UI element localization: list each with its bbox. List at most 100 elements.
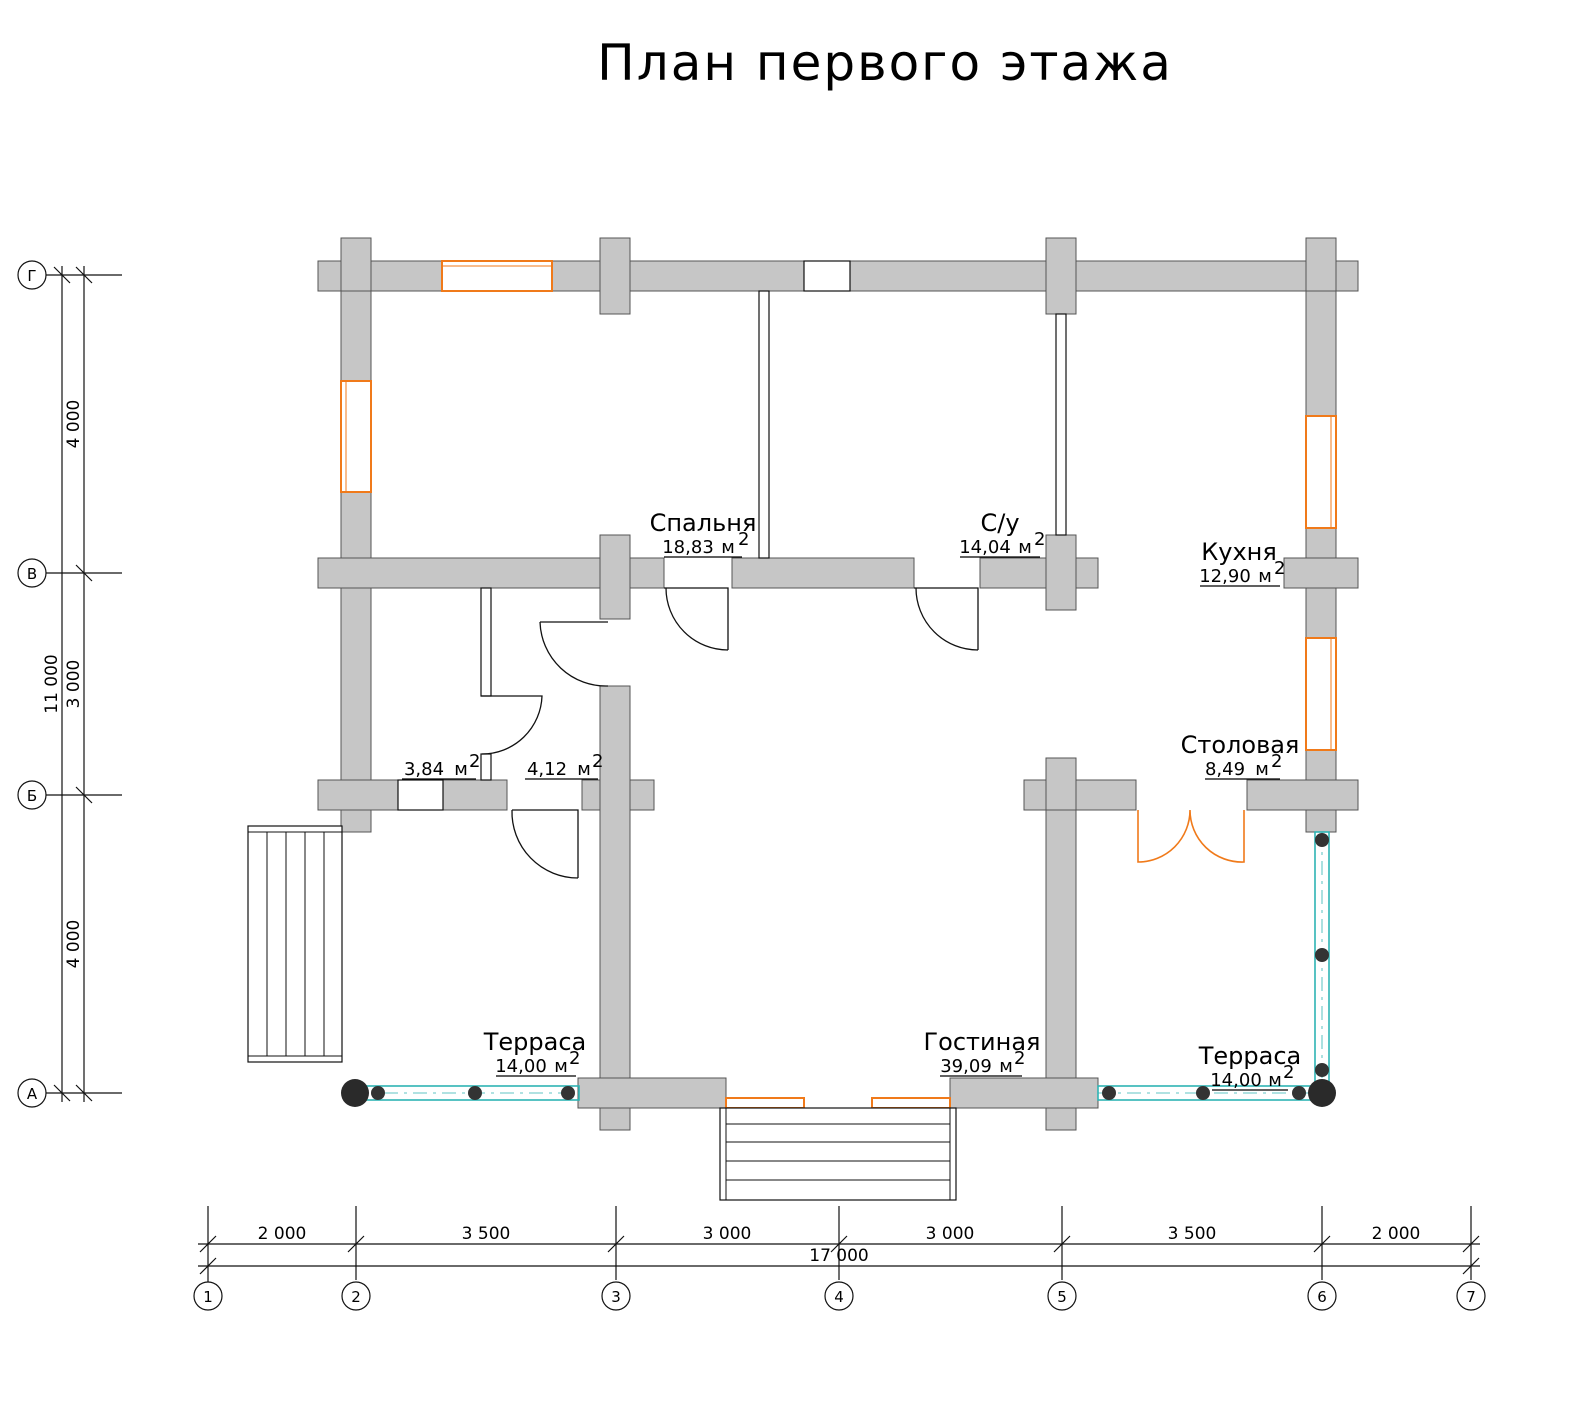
dim-ticks bbox=[199, 1235, 1480, 1253]
post bbox=[1292, 1086, 1306, 1100]
area-unit: м bbox=[554, 1056, 568, 1077]
area-unit-sup: 2 bbox=[1014, 1048, 1025, 1069]
window bbox=[871, 1097, 951, 1109]
room-area-bath: 14,04 bbox=[959, 537, 1011, 558]
room-area-bedroom: 18,83 bbox=[662, 537, 714, 558]
partition bbox=[480, 753, 492, 781]
partition bbox=[480, 587, 492, 697]
area-unit: м bbox=[577, 759, 591, 780]
room-area-terrace-left: 14,00 bbox=[495, 1056, 547, 1077]
post bbox=[561, 1086, 575, 1100]
post bbox=[1315, 833, 1329, 847]
wall-corner bbox=[1045, 237, 1077, 315]
post bbox=[1102, 1086, 1116, 1100]
axis-bubble bbox=[1456, 1281, 1486, 1311]
door-hall bbox=[539, 621, 609, 687]
window bbox=[397, 779, 444, 811]
wall-segment bbox=[1246, 779, 1359, 811]
room-name-kitchen: Кухня bbox=[1201, 538, 1277, 566]
room-name-terrace-left: Терраса bbox=[483, 1028, 587, 1056]
axis-bubble bbox=[1047, 1281, 1077, 1311]
axis-bubble bbox=[17, 558, 47, 588]
door-bath bbox=[914, 587, 979, 651]
wall-corner bbox=[599, 237, 631, 315]
axis-bubble bbox=[17, 780, 47, 810]
wall-segment bbox=[1305, 290, 1337, 417]
room-area-small-2: 4,12 bbox=[527, 759, 567, 780]
wall-segment bbox=[317, 260, 443, 292]
corner-post bbox=[1308, 1079, 1336, 1107]
post bbox=[1196, 1086, 1210, 1100]
area-unit-sup: 2 bbox=[1283, 1062, 1294, 1083]
wall-segment bbox=[340, 290, 372, 382]
wall-segment bbox=[949, 1077, 1099, 1109]
area-unit: м bbox=[721, 537, 735, 558]
area-unit: м bbox=[999, 1056, 1013, 1077]
area-unit-sup: 2 bbox=[569, 1048, 580, 1069]
area-unit: м bbox=[1258, 566, 1272, 587]
post bbox=[468, 1086, 482, 1100]
axis-label: Б bbox=[27, 787, 37, 805]
room-area-living: 39,09 bbox=[940, 1056, 992, 1077]
axis-bubble bbox=[193, 1281, 223, 1311]
corner-post bbox=[341, 1079, 369, 1107]
partitions bbox=[480, 290, 1067, 781]
axis-bubble bbox=[601, 1281, 631, 1311]
wall-segment bbox=[599, 685, 631, 1131]
wall-segment bbox=[849, 260, 1359, 292]
vertical-dimensions: 4 000 3 000 4 000 11 000 Г В Б А bbox=[17, 260, 122, 1108]
wall-corner bbox=[599, 534, 631, 620]
dim-value: 3 000 bbox=[926, 1224, 975, 1244]
post bbox=[1315, 948, 1329, 962]
horizontal-dimensions: 2 000 3 500 3 000 3 000 3 500 2 000 17 0… bbox=[193, 1206, 1486, 1311]
room-area-small-1: 3,84 bbox=[404, 759, 444, 780]
dim-total: 11 000 bbox=[42, 654, 62, 713]
dim-value: 2 000 bbox=[258, 1224, 307, 1244]
axis-label: 2 bbox=[351, 1288, 361, 1306]
dim-value: 3 500 bbox=[1168, 1224, 1217, 1244]
walls bbox=[317, 237, 1359, 1131]
area-unit-sup: 2 bbox=[592, 751, 603, 772]
door-small2 bbox=[511, 809, 579, 879]
axis-label: В bbox=[27, 565, 37, 583]
axis-label: 1 bbox=[203, 1288, 213, 1306]
windows bbox=[340, 260, 1337, 1109]
dim-ticks bbox=[53, 266, 93, 1102]
wall-segment bbox=[1283, 557, 1359, 589]
axis-label: 6 bbox=[1317, 1288, 1327, 1306]
room-area-dining: 8,49 bbox=[1205, 759, 1245, 780]
room-name-terrace-right: Терраса bbox=[1198, 1042, 1302, 1070]
dim-value: 3 000 bbox=[64, 660, 84, 709]
axis-bubble bbox=[1307, 1281, 1337, 1311]
wall-segment bbox=[577, 1077, 727, 1109]
post bbox=[371, 1086, 385, 1100]
room-labels: Спальня 18,83 м 2 С/у 14,04 м 2 Кухня 12… bbox=[402, 509, 1301, 1091]
axis-label: Г bbox=[27, 267, 36, 285]
area-unit-sup: 2 bbox=[1271, 751, 1282, 772]
wall-segment bbox=[1023, 779, 1137, 811]
door-small1 bbox=[481, 695, 543, 755]
dim-value: 2 000 bbox=[1372, 1224, 1421, 1244]
room-name-bedroom: Спальня bbox=[650, 509, 757, 537]
wall-segment bbox=[317, 779, 399, 811]
room-name-living: Гостиная bbox=[924, 1028, 1041, 1056]
area-unit-sup: 2 bbox=[738, 529, 749, 550]
axis-bubble bbox=[824, 1281, 854, 1311]
wall-segment bbox=[979, 557, 1099, 589]
area-unit: м bbox=[1255, 759, 1269, 780]
dim-total: 17 000 bbox=[809, 1246, 868, 1266]
dim-ticks bbox=[199, 1257, 1480, 1275]
axis-label: А bbox=[27, 1085, 38, 1103]
partition bbox=[1055, 313, 1067, 536]
plan-title: План первого этажа bbox=[597, 34, 1173, 92]
door-bedroom bbox=[664, 587, 729, 651]
terrace-railings bbox=[341, 831, 1336, 1107]
axis-bubble bbox=[17, 260, 47, 290]
dim-value: 3 500 bbox=[462, 1224, 511, 1244]
post bbox=[1315, 1063, 1329, 1077]
wall-segment bbox=[442, 779, 508, 811]
axis-label: 4 bbox=[834, 1288, 844, 1306]
window bbox=[725, 1097, 805, 1109]
stairs bbox=[247, 825, 957, 1201]
